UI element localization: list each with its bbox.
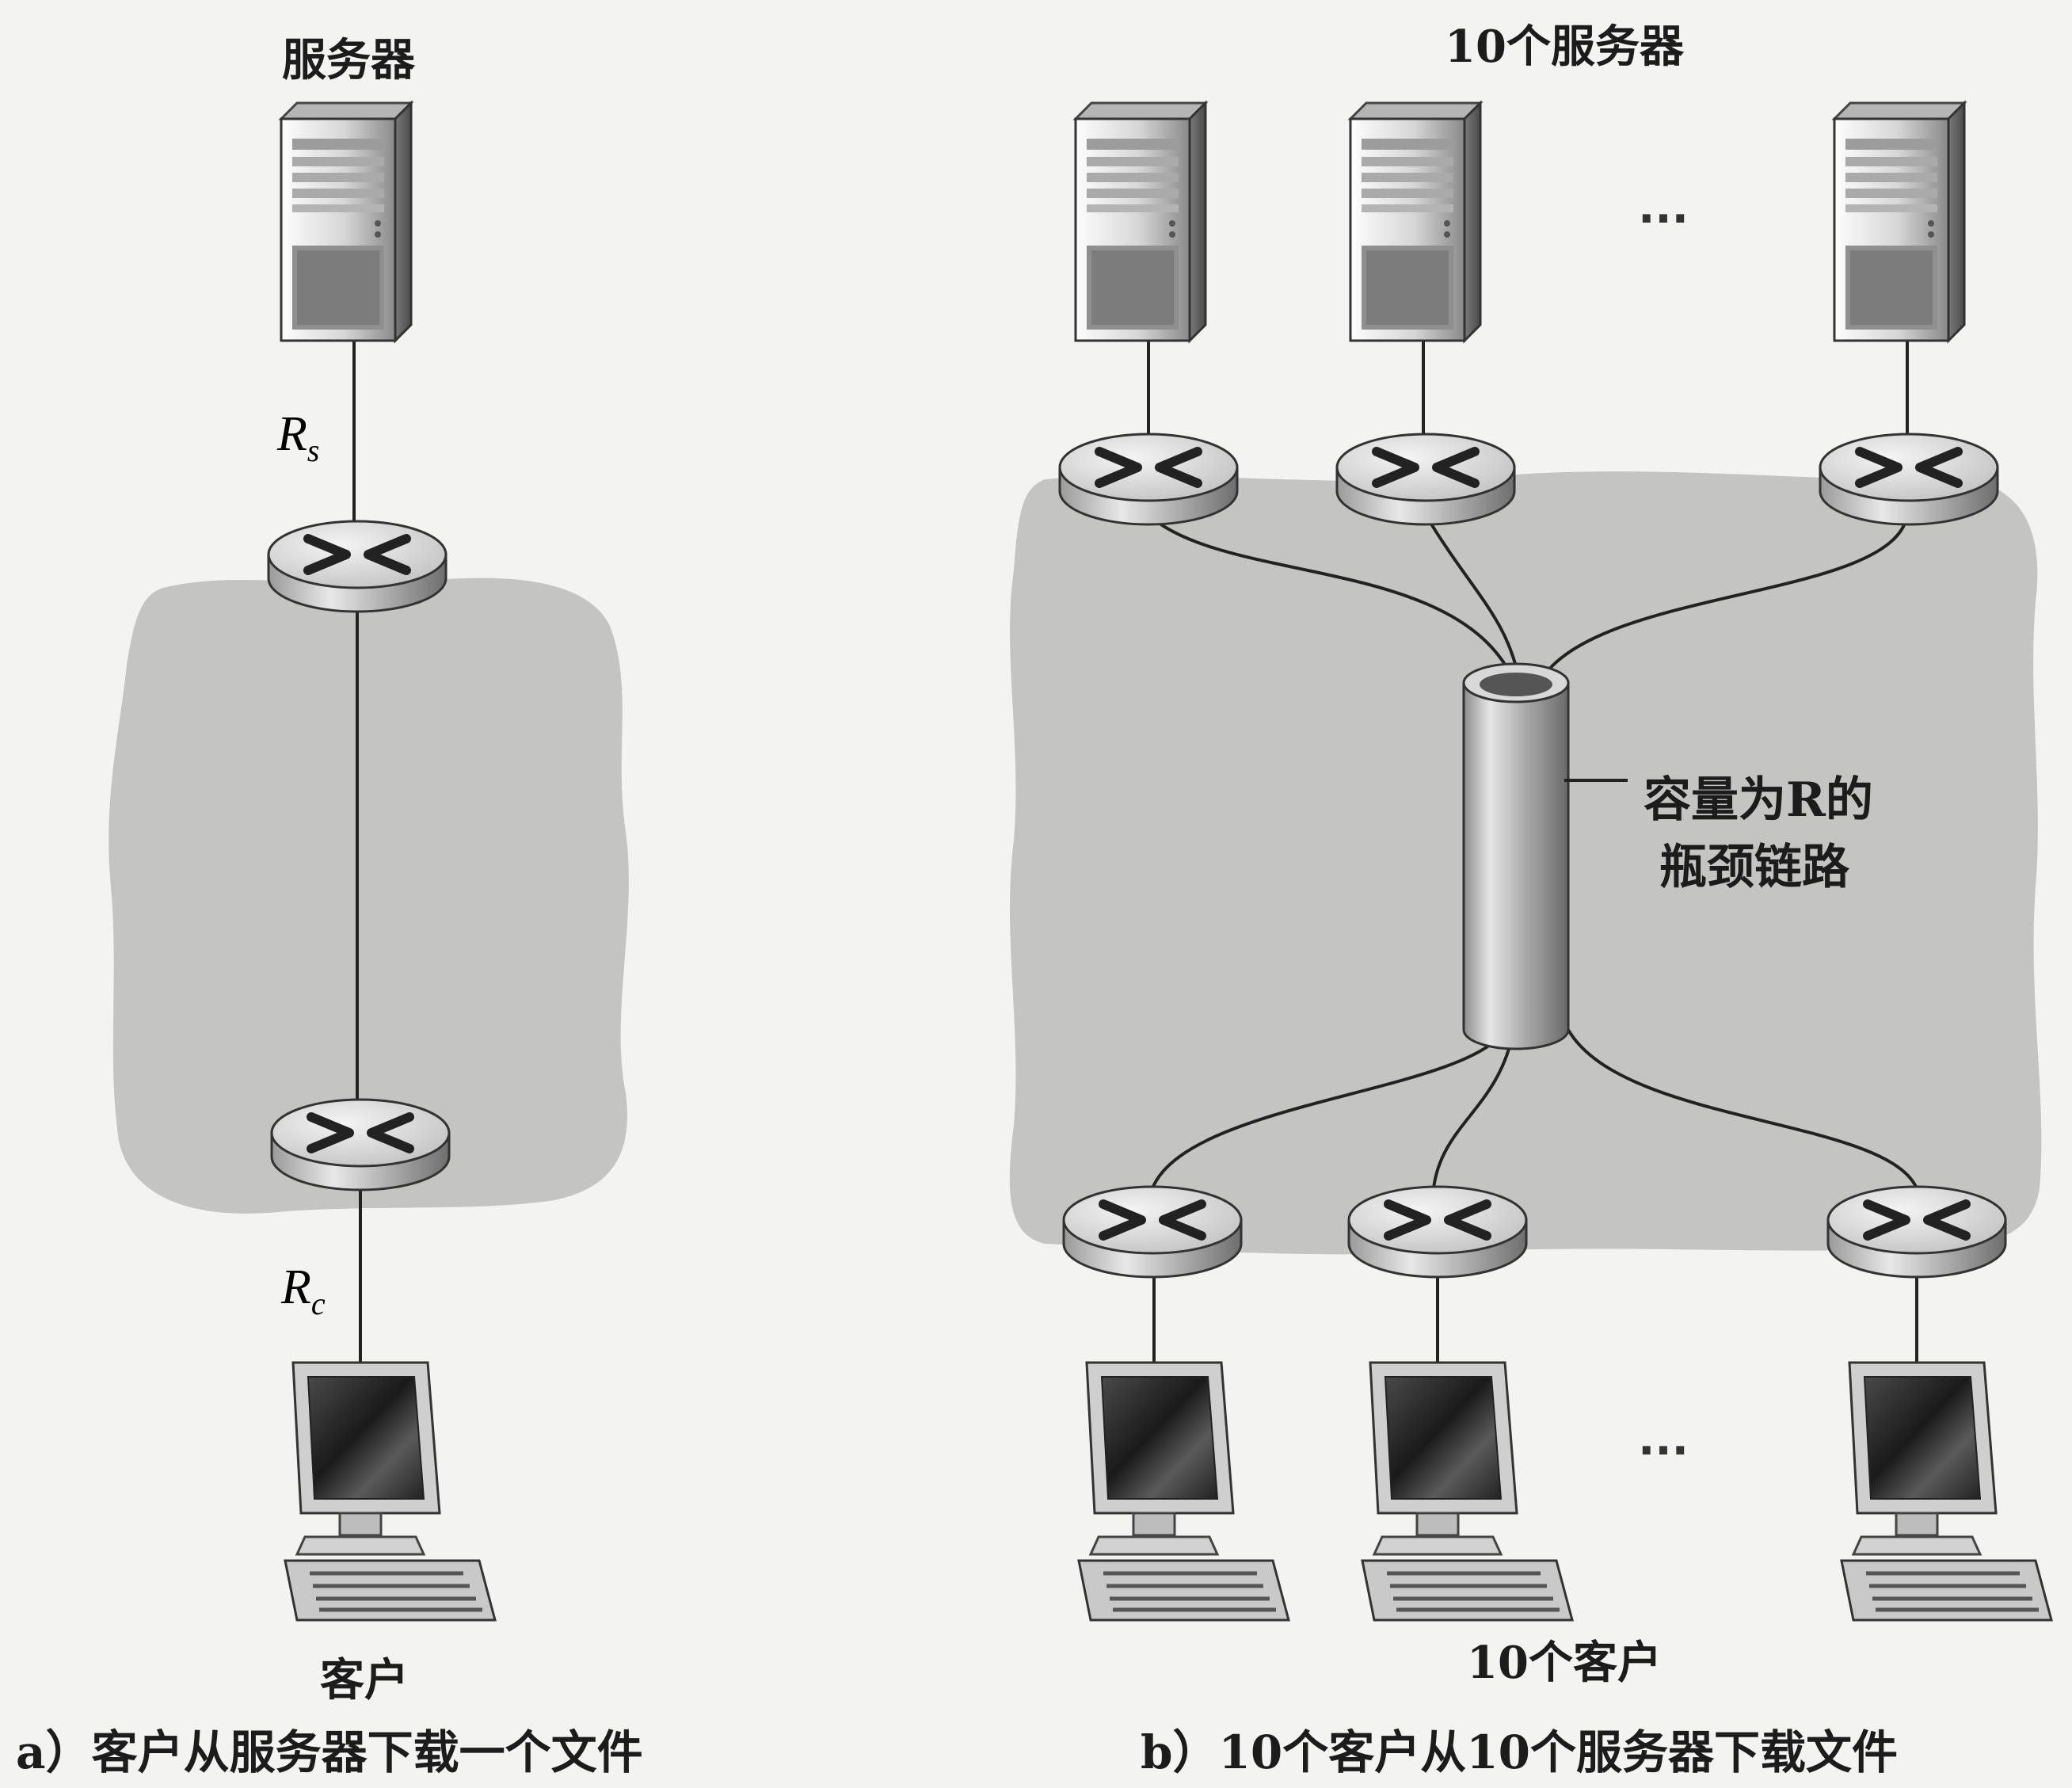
panel-a: 服务器 Rs Rc 客户 a）客户从服务器下载一个文件	[16, 34, 643, 1779]
servers-label: 10个服务器	[1445, 21, 1685, 73]
client-label: 客户	[320, 1654, 409, 1706]
bottleneck-link	[1462, 662, 1570, 1050]
client-computer-icon	[1842, 1363, 2051, 1620]
router-icon	[1820, 434, 1998, 524]
bottleneck-label-line2: 瓶颈链路	[1659, 840, 1850, 895]
router-icon	[1060, 434, 1237, 524]
server-label: 服务器	[282, 34, 416, 86]
server-rate-symbol: R	[276, 407, 307, 461]
access-link	[1432, 1033, 1514, 1189]
bottleneck-label-line1: 容量为R的	[1644, 772, 1873, 828]
router-icon	[1828, 1187, 2005, 1277]
server-icon	[1074, 101, 1207, 342]
network-cloud-a	[109, 578, 629, 1214]
clients-label: 10个客户	[1467, 1637, 1662, 1689]
client-computer-icon	[285, 1363, 495, 1620]
client-computer-icon	[1079, 1363, 1289, 1620]
server-icon	[1349, 101, 1482, 342]
server-icon	[1833, 101, 1966, 342]
router-icon	[1349, 1187, 1526, 1277]
servers-ellipsis: ···	[1638, 193, 1689, 245]
router-icon	[269, 521, 446, 612]
access-link	[1567, 1028, 1918, 1189]
router-icon	[1064, 1187, 1241, 1277]
caption-b: b）10个客户从10个服务器下载文件	[1141, 1725, 1898, 1779]
server-rate-label: Rs	[276, 407, 319, 468]
caption-a: a）客户从服务器下载一个文件	[16, 1725, 643, 1779]
client-rate-label: Rc	[280, 1260, 326, 1321]
access-link	[1535, 514, 1909, 688]
router-icon	[1337, 434, 1514, 524]
server-rate-subscript: s	[307, 433, 320, 468]
server-icon	[280, 101, 413, 342]
client-rate-symbol: R	[280, 1260, 311, 1314]
client-computer-icon	[1362, 1363, 1572, 1620]
access-link	[1151, 1028, 1506, 1189]
router-icon	[272, 1100, 449, 1190]
clients-ellipsis: ···	[1638, 1425, 1689, 1477]
access-link	[1147, 513, 1518, 688]
panel-b: 10个服务器 ··· ··· 容量为R的 瓶颈链路 10个客户 b）10个客户从…	[1009, 21, 2051, 1779]
client-rate-subscript: c	[311, 1286, 326, 1321]
